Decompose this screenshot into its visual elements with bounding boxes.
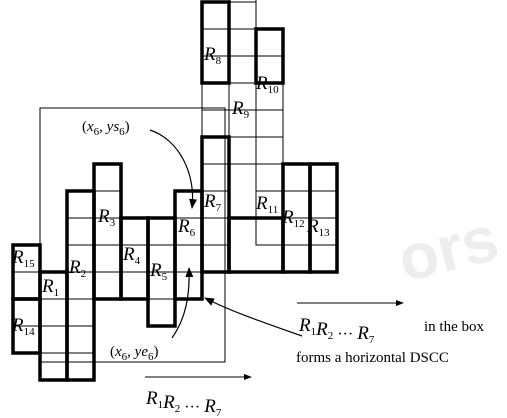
region-outline bbox=[227, 216, 285, 274]
grid-cell bbox=[228, 55, 257, 84]
grid-cell bbox=[255, 217, 284, 246]
region-outline bbox=[200, 135, 231, 274]
grid-cell bbox=[255, 136, 284, 165]
region-label-r8: R8 bbox=[203, 44, 222, 67]
start-point-label: (x6, ys6) bbox=[82, 119, 130, 138]
region-outline bbox=[92, 162, 123, 301]
region-label-r1: R1 bbox=[41, 276, 59, 299]
region-label-r11: R11 bbox=[255, 193, 278, 216]
grid-cell bbox=[93, 163, 122, 192]
caption-overline-head bbox=[244, 374, 252, 380]
grid-cell bbox=[201, 82, 230, 111]
grid-cell bbox=[66, 352, 95, 381]
end-point-arrow bbox=[171, 267, 194, 339]
region-label-r4: R4 bbox=[122, 244, 141, 267]
grid-cell bbox=[174, 244, 203, 273]
end-point-label: (x6, ye6) bbox=[110, 344, 159, 363]
region-label-r6: R6 bbox=[177, 216, 196, 239]
box-note-sequence: R1R2 ··· R7 bbox=[298, 315, 375, 346]
grid-cell bbox=[120, 217, 149, 246]
grid-cell bbox=[255, 28, 284, 57]
region-label-r13: R13 bbox=[306, 216, 330, 239]
region-outline bbox=[254, 27, 285, 85]
region-label-r9: R9 bbox=[231, 98, 250, 121]
grid-cell bbox=[255, 109, 284, 138]
region-label-r12: R12 bbox=[281, 207, 305, 230]
box-note-overline-head bbox=[396, 300, 404, 306]
box-note-arrow bbox=[204, 297, 303, 337]
grid-cell bbox=[255, 163, 284, 192]
region-label-r7: R7 bbox=[203, 191, 222, 214]
box-note-line1: in the box bbox=[424, 319, 484, 335]
region-outlines bbox=[11, 0, 339, 382]
grid-cell bbox=[228, 136, 257, 165]
grid-cell bbox=[147, 217, 176, 246]
grid-cell bbox=[66, 217, 95, 246]
grid-cell bbox=[66, 190, 95, 219]
region-label-r14: R14 bbox=[11, 315, 35, 338]
grid-cell bbox=[309, 244, 338, 273]
region-label-r15: R15 bbox=[11, 247, 35, 270]
grid-cell bbox=[66, 298, 95, 327]
grid-cell bbox=[39, 298, 68, 327]
region-label-r3: R3 bbox=[97, 206, 116, 229]
grid-cell bbox=[93, 271, 122, 300]
bounding-box bbox=[39, 107, 226, 363]
region-label-r5: R5 bbox=[149, 260, 168, 283]
grid-cell bbox=[147, 298, 176, 327]
grid-cell bbox=[12, 271, 41, 300]
grid-cell bbox=[39, 352, 68, 381]
grid-cell bbox=[228, 28, 257, 57]
grid-cell bbox=[174, 190, 203, 219]
grid-cell bbox=[309, 190, 338, 219]
grid-cell bbox=[201, 1, 230, 30]
region-outline bbox=[308, 162, 339, 274]
grid-cell bbox=[66, 325, 95, 354]
region-label-r2: R2 bbox=[68, 257, 86, 280]
grid-cell bbox=[120, 271, 149, 300]
caption-sequence: R1R2 ··· R7 bbox=[145, 388, 222, 418]
start-point-arrow bbox=[149, 129, 198, 209]
region-outline bbox=[200, 0, 231, 85]
grid-cell bbox=[39, 325, 68, 354]
watermark-text: ors bbox=[391, 202, 505, 296]
grid-cell bbox=[228, 1, 257, 30]
region-outline bbox=[65, 189, 96, 382]
grid-cell bbox=[282, 244, 311, 273]
grid-cell bbox=[282, 163, 311, 192]
grid-cell bbox=[93, 244, 122, 273]
grid-cell bbox=[309, 163, 338, 192]
region-label-r10: R10 bbox=[255, 73, 279, 96]
box-note-line2: forms a horizontal DSCC bbox=[296, 350, 449, 366]
